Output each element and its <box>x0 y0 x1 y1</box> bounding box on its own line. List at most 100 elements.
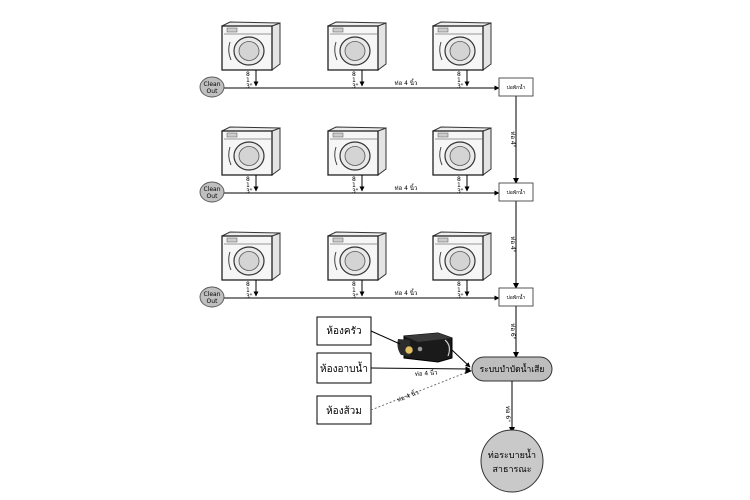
washer-hinge <box>334 146 338 166</box>
drop-pipe-label: 3" <box>246 188 253 195</box>
clean-out-shape <box>199 181 225 203</box>
washer-hinge <box>439 41 443 61</box>
washer-hinge <box>228 146 232 166</box>
kitchen-label: ห้องครัว <box>326 325 361 337</box>
drop-pipe-label: 8 <box>457 71 461 78</box>
washing-machines-layer <box>221 21 492 281</box>
washer-hinge <box>439 251 443 271</box>
washer-side <box>271 22 281 71</box>
drop-pipe-label: 8 <box>352 71 356 78</box>
washer-side <box>482 22 492 71</box>
washing-machine-icon <box>432 21 492 71</box>
junction-box-label: บ่อพักน้ำ <box>507 292 526 301</box>
kitchen-to-trap-pipe <box>370 330 401 345</box>
toilet-label: ห้องส้วม <box>326 405 362 417</box>
toilet-pipe-label: ท่อ 4 นิ้ว <box>395 386 420 403</box>
bathroom-pipe-label: ท่อ 4 นิ้ว <box>414 366 437 378</box>
junction-box-label: บ่อพักน้ำ <box>507 82 526 91</box>
riser-pipe-label: ท่อ 4" <box>509 131 516 147</box>
drop-pipe-label: 3" <box>352 83 359 90</box>
drop-pipe-label: 8 <box>457 176 461 183</box>
drop-pipe-label: 3" <box>246 83 253 90</box>
washer-dispenser <box>332 27 344 33</box>
horizontal-pipe-label: ท่อ 4 นิ้ว <box>395 77 418 87</box>
washer-door-glass <box>344 41 366 61</box>
treatment-system: ระบบบำบัดน้ำเสีย <box>471 356 553 382</box>
washer-door-glass <box>449 146 471 166</box>
washing-machine-icon <box>221 231 281 281</box>
public-drain-shape <box>480 429 544 493</box>
washer-side <box>482 232 492 281</box>
public-drain-line2: สาธารณะ <box>492 465 531 475</box>
bathroom-room: ห้องอาบน้ำ <box>316 352 372 384</box>
washer-dispenser <box>332 132 344 138</box>
washer-door-glass <box>449 41 471 61</box>
clean-out-label: Out <box>207 88 219 95</box>
washer-door-glass <box>238 41 260 61</box>
riser-pipe-label: ท่อ 4" <box>509 236 516 252</box>
drop-pipe-label: 1 <box>352 77 356 84</box>
bathroom-to-treatment-pipe <box>370 366 471 372</box>
trap-to-treatment-pipe <box>451 349 471 368</box>
washer-side <box>482 127 492 176</box>
drop-pipe-label: 1 <box>457 182 461 189</box>
horizontal-pipe-label: ท่อ 4 นิ้ว <box>395 182 418 192</box>
junction-box-shape <box>498 182 534 202</box>
washer-hinge <box>439 146 443 166</box>
washing-machine-icon <box>327 21 387 71</box>
toilet-room: ห้องส้วม <box>316 395 372 425</box>
washer-hinge <box>228 251 232 271</box>
washer-door-glass <box>238 146 260 166</box>
junction-box-shape <box>498 287 534 307</box>
washing-machine-icon <box>221 126 281 176</box>
drop-pipe-label: 3" <box>457 83 464 90</box>
riser-pipe-label: ท่อ 6" <box>509 323 516 339</box>
drop-pipe-label: 3" <box>457 293 464 300</box>
drop-pipe-label: 1 <box>246 182 250 189</box>
horizontal-pipe-label: ท่อ 4 นิ้ว <box>395 287 418 297</box>
washer-door-glass <box>238 251 260 271</box>
washer-dispenser <box>437 27 449 33</box>
washer-side <box>271 127 281 176</box>
drop-pipe-label: 8 <box>246 71 250 78</box>
washer-hinge <box>334 41 338 61</box>
washer-side <box>271 232 281 281</box>
washing-machine-icon <box>432 231 492 281</box>
washer-dispenser <box>226 132 238 138</box>
drop-pipe-label: 8 <box>352 281 356 288</box>
washer-dispenser <box>226 27 238 33</box>
drop-pipe-label: 8 <box>352 176 356 183</box>
kitchen-room: ห้องครัว <box>316 316 372 346</box>
drop-pipe-label: 8 <box>246 281 250 288</box>
drop-pipe-label: 1 <box>457 77 461 84</box>
clean-out-label: Clean <box>203 81 220 88</box>
bathroom-label: ห้องอาบน้ำ <box>320 361 368 375</box>
junction-box-label: บ่อพักน้ำ <box>507 187 526 196</box>
grease-trap-icon <box>397 332 453 363</box>
washer-hinge <box>228 41 232 61</box>
drop-pipe-label: 3" <box>457 188 464 195</box>
drop-pipe-label: 1 <box>246 77 250 84</box>
washing-machine-icon <box>327 126 387 176</box>
washer-dispenser <box>332 237 344 243</box>
drop-pipe-label: 1 <box>457 287 461 294</box>
washer-hinge <box>334 251 338 271</box>
drop-pipe-label: 3" <box>246 293 253 300</box>
washer-dispenser <box>226 237 238 243</box>
clean-out-label: Clean <box>203 291 220 298</box>
washer-door-glass <box>449 251 471 271</box>
toilet-to-treatment-pipe <box>370 370 471 411</box>
junction-box: บ่อพักน้ำ <box>498 287 534 307</box>
drop-pipe-label: 3" <box>352 188 359 195</box>
treatment-label: ระบบบำบัดน้ำเสีย <box>480 363 545 375</box>
washer-side <box>377 232 387 281</box>
clean-out-label: Clean <box>203 186 220 193</box>
clean-out-shape <box>199 76 225 98</box>
drop-pipe-label: 8 <box>246 176 250 183</box>
drop-pipe-label: 8 <box>457 281 461 288</box>
washer-dispenser <box>437 237 449 243</box>
